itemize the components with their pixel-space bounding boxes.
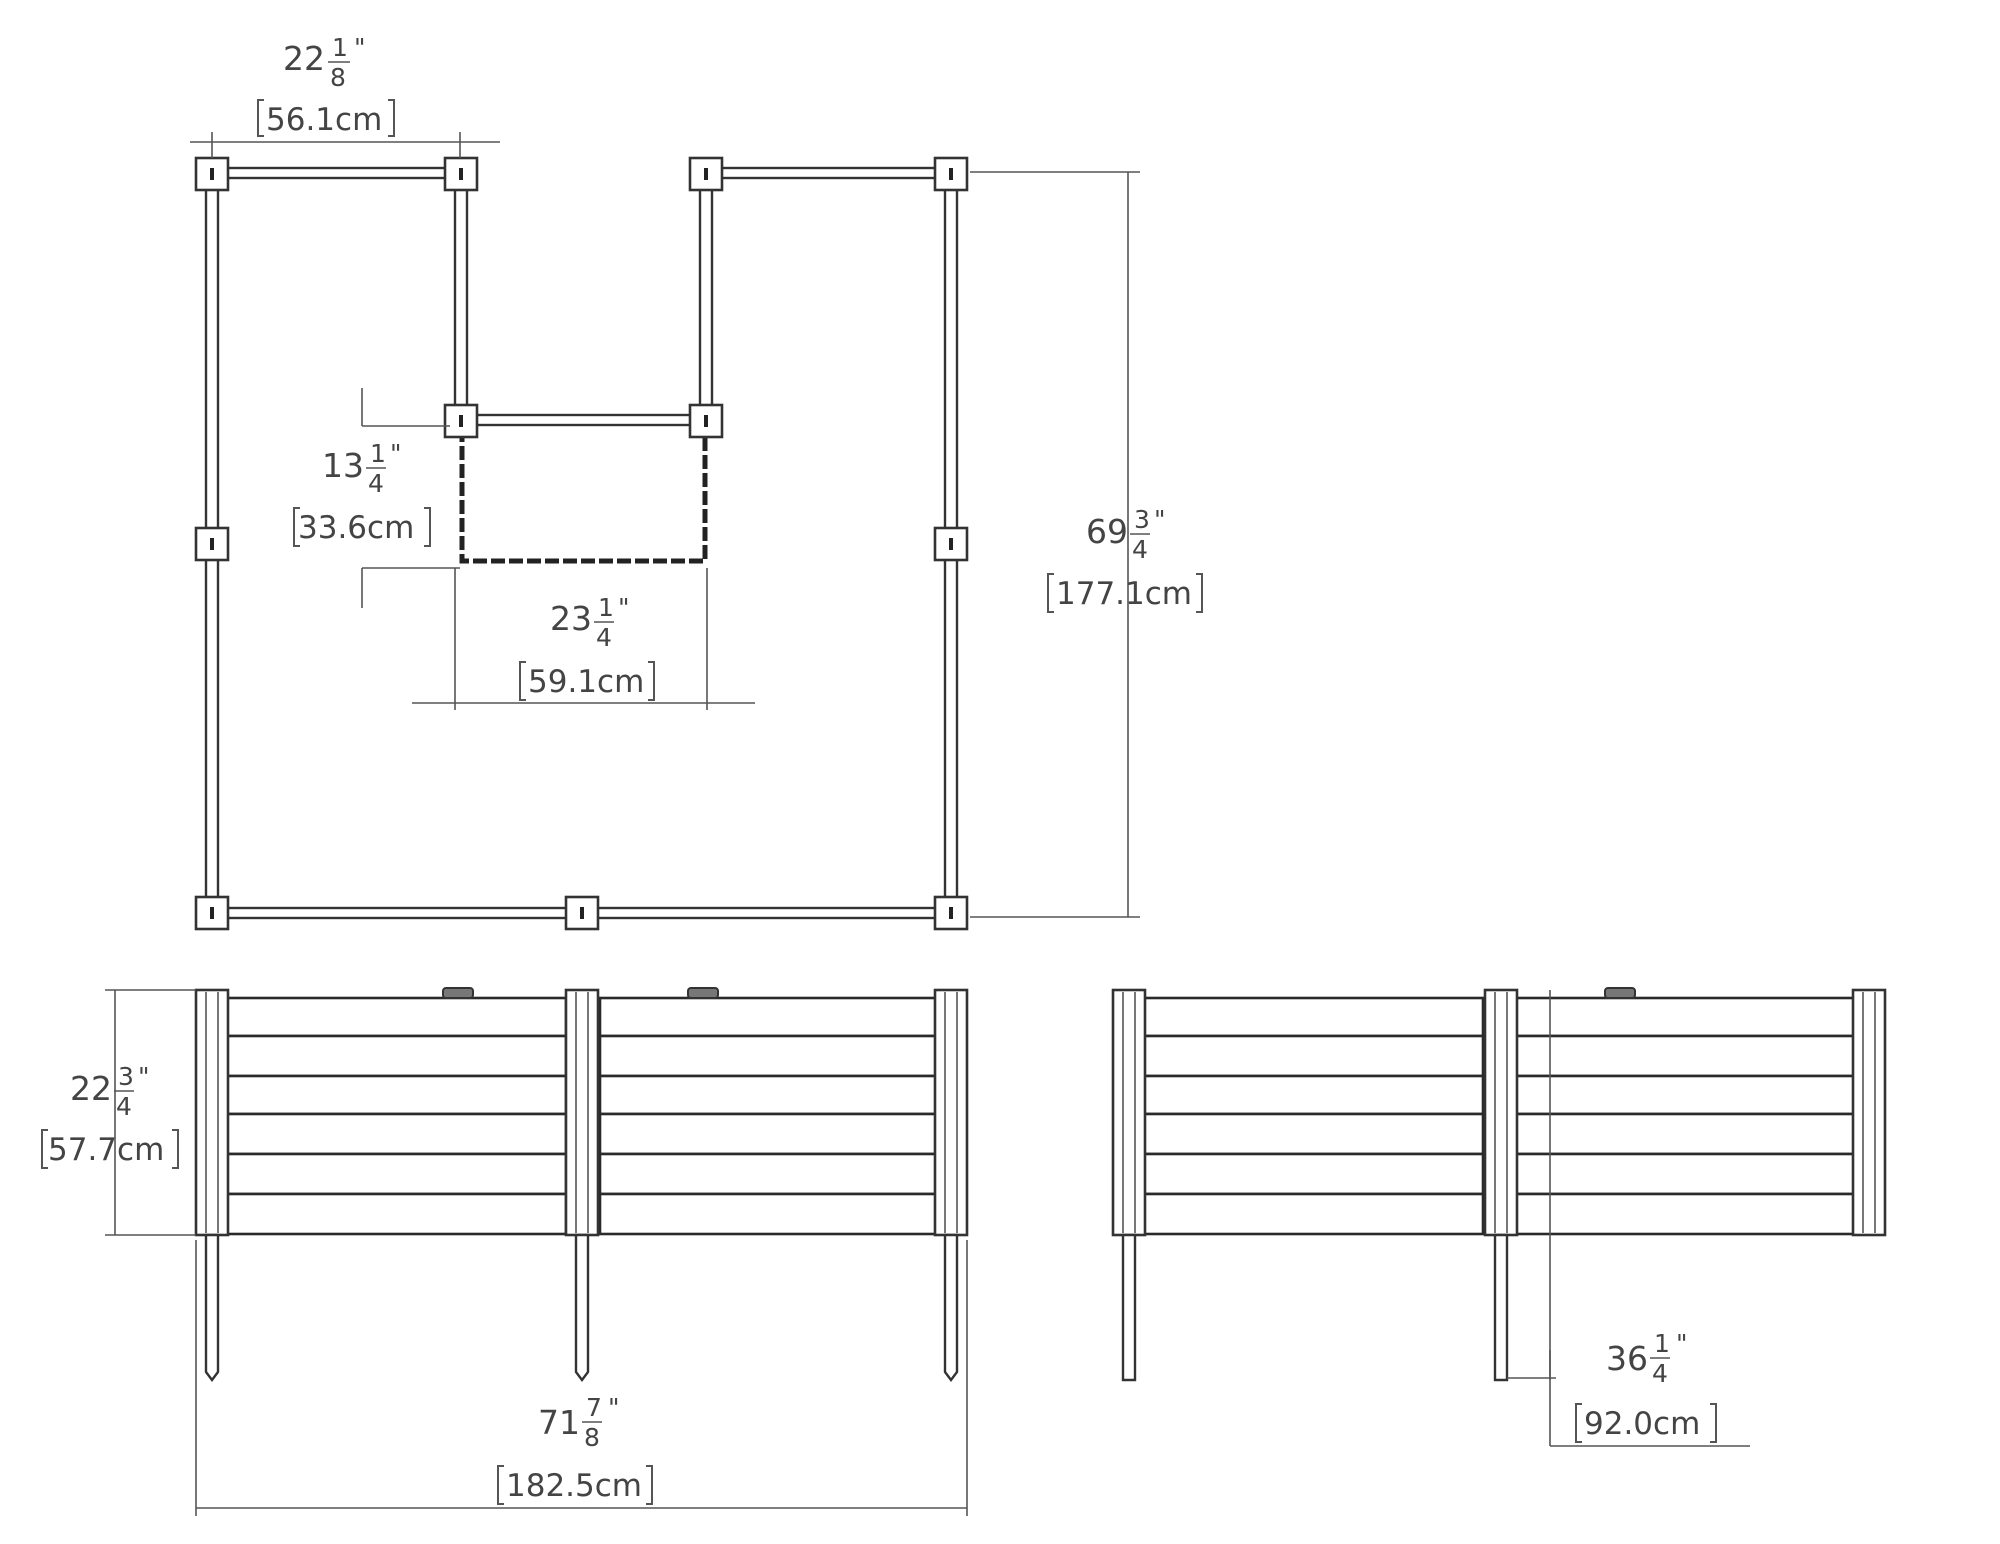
dim-height-den: 4 — [116, 1092, 132, 1121]
side-posts — [1111, 987, 1887, 1237]
plan-rail-top-right — [704, 166, 954, 180]
dimension-top-width: 22 1 8 " 56.1cm — [190, 33, 500, 158]
front-stakes — [204, 1233, 959, 1382]
dim-total-depth-whole: 69 — [1086, 512, 1128, 551]
inch-mark: " — [1154, 505, 1166, 534]
plan-rail-inner-left — [453, 173, 469, 422]
dimension-total-length: 71 7 8 " 182.5cm — [195, 1240, 968, 1516]
plan-view: 22 1 8 " 56.1cm 13 1 4 " 33.6cm — [190, 33, 1203, 931]
inch-mark: " — [138, 1062, 150, 1091]
dim-notch-width-whole: 23 — [550, 599, 592, 638]
dimension-total-depth: 69 3 4 " 177.1cm — [970, 171, 1203, 918]
dim-top-width-whole: 22 — [283, 39, 325, 78]
dim-height-num: 3 — [118, 1062, 134, 1091]
dim-total-length-den: 8 — [584, 1423, 600, 1452]
dim-side-length-den: 4 — [1652, 1359, 1668, 1388]
dim-side-length-num: 1 — [1654, 1329, 1670, 1358]
dim-notch-width-den: 4 — [596, 623, 612, 652]
dim-top-width-den: 8 — [330, 63, 346, 92]
post-mid — [194, 526, 230, 562]
dim-total-depth-num: 3 — [1134, 505, 1150, 534]
inch-mark: " — [1676, 1329, 1688, 1358]
dim-notch-depth-whole: 13 — [322, 446, 364, 485]
inch-mark: " — [354, 33, 366, 62]
inch-mark: " — [618, 593, 630, 622]
dim-total-length-cm: 182.5cm — [506, 1468, 642, 1504]
inch-mark: " — [608, 1393, 620, 1422]
dim-side-length-cm: 92.0cm — [1584, 1406, 1700, 1442]
dim-total-length-num: 7 — [586, 1393, 602, 1422]
side-view: 36 1 4 " 92.0cm — [1111, 987, 1887, 1447]
dim-notch-depth-num: 1 — [370, 439, 386, 468]
dim-notch-width-cm: 59.1cm — [528, 664, 644, 700]
dim-top-width-num: 1 — [332, 33, 348, 62]
dim-height-cm: 57.7cm — [48, 1132, 164, 1168]
dim-notch-depth-cm: 33.6cm — [298, 510, 414, 546]
dimension-notch-depth: 13 1 4 " 33.6cm — [293, 388, 460, 608]
inch-mark: " — [390, 439, 402, 468]
dim-total-length-whole: 71 — [538, 1403, 580, 1442]
post-corner — [933, 156, 969, 192]
side-stakes — [1121, 1233, 1509, 1382]
dimension-notch-width: 23 1 4 " 59.1cm — [412, 568, 755, 710]
dim-height-whole: 22 — [70, 1069, 112, 1108]
dim-notch-width-num: 1 — [598, 593, 614, 622]
plan-rail-inner-right — [698, 173, 714, 422]
plan-notch-bed-outline — [459, 428, 708, 564]
plan-rail-top-left — [210, 166, 462, 180]
plan-posts — [194, 156, 969, 931]
dimension-side-length: 36 1 4 " 92.0cm — [1507, 990, 1750, 1447]
dim-notch-depth-den: 4 — [368, 469, 384, 498]
dim-side-length-whole: 36 — [1606, 1339, 1648, 1378]
dim-top-width-cm: 56.1cm — [266, 102, 382, 138]
front-view: 22 3 4 " 57.7cm 71 7 8 " 182.5cm — [41, 987, 969, 1516]
dim-total-depth-den: 4 — [1132, 535, 1148, 564]
plan-rail-notch-top — [460, 413, 707, 427]
dimension-height: 22 3 4 " 57.7cm — [41, 989, 196, 1236]
dim-total-depth-cm: 177.1cm — [1056, 576, 1192, 612]
